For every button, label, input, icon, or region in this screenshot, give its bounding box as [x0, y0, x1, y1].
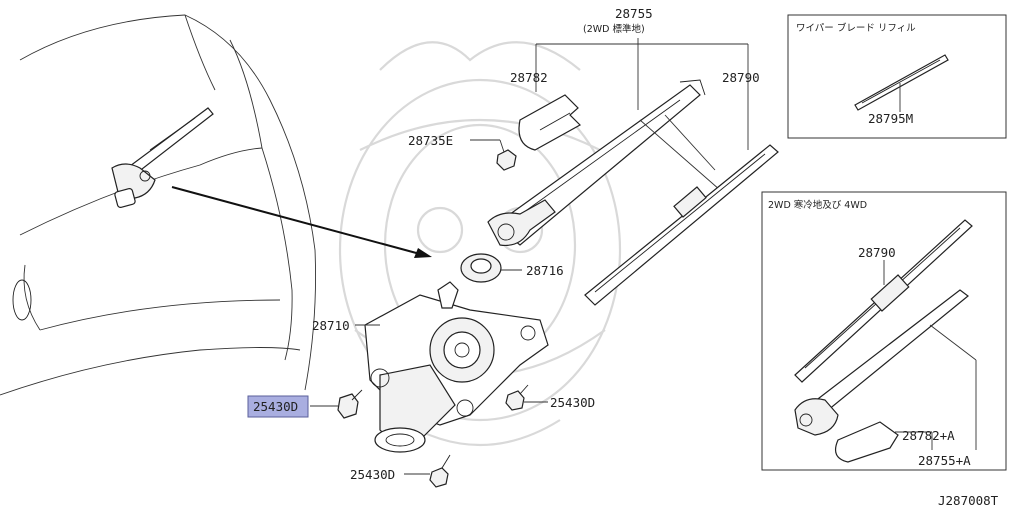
figure-code: J287008T [938, 493, 999, 508]
label-25430d-bottom[interactable]: 25430D [350, 467, 395, 482]
label-25430d-right[interactable]: 25430D [550, 395, 595, 410]
label-28710[interactable]: 28710 [312, 318, 350, 333]
label-28782a[interactable]: 28782+A [902, 428, 955, 443]
label-28735e[interactable]: 28735E [408, 133, 453, 148]
label-28755-note: (2WD 標準地) [583, 23, 645, 35]
bolt-left [310, 389, 363, 419]
vehicle-rear-outline [0, 14, 317, 396]
wiper-blade [584, 68, 779, 306]
wiper-arm [487, 79, 721, 247]
pivot-seal [460, 253, 522, 283]
label-25430d-highlight[interactable]: 25430D [253, 399, 298, 414]
arm-cap [518, 68, 581, 151]
label-28790-cold[interactable]: 28790 [858, 245, 896, 260]
label-28795m[interactable]: 28795M [868, 111, 913, 126]
group-28755-bracket [535, 38, 749, 110]
label-28782[interactable]: 28782 [510, 70, 548, 85]
label-28716[interactable]: 28716 [526, 263, 564, 278]
highlight-box [247, 395, 309, 418]
cold-climate-title: 2WD 寒冷地及び 4WD [768, 199, 867, 211]
wiper-motor [355, 281, 549, 453]
label-28755a[interactable]: 28755+A [918, 453, 971, 468]
bolt-right [505, 384, 548, 411]
refill-box [787, 14, 1007, 139]
bolt-bottom [404, 454, 451, 488]
cold-climate-box [761, 191, 1007, 471]
detail-arrow [171, 186, 432, 258]
label-28755: 28755 [615, 6, 653, 21]
refill-title: ワイパー ブレード リフィル [796, 22, 916, 34]
label-28790[interactable]: 28790 [722, 70, 760, 85]
wiper-on-vehicle [111, 107, 214, 208]
nut [470, 139, 517, 171]
